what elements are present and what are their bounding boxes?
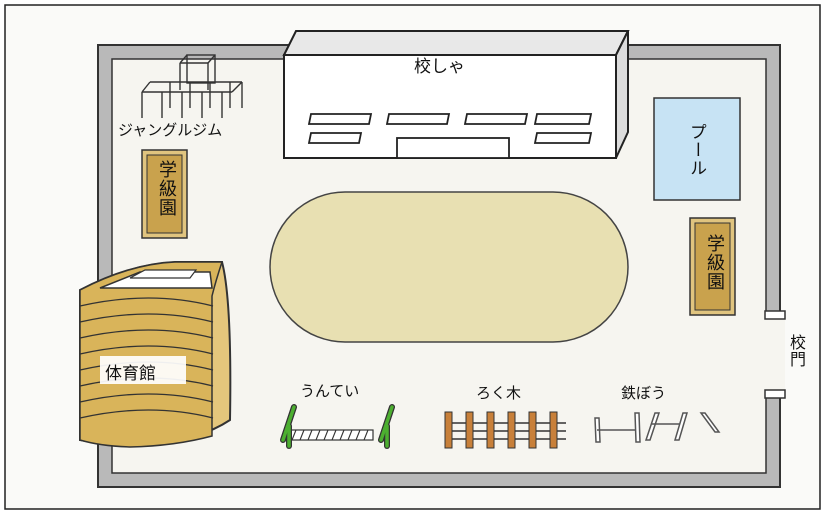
class-garden-left-label: 学級園 (156, 160, 177, 217)
class-garden-right (694, 222, 731, 311)
gymnasium (79, 261, 232, 448)
school-gate-label: 校門 (787, 334, 806, 368)
school-building (282, 30, 630, 159)
gate-post-top (764, 310, 786, 320)
jungle-gym-label: ジャングルジム (118, 121, 223, 139)
pool (653, 97, 741, 201)
school-field (269, 191, 629, 343)
iron-bars (594, 412, 721, 443)
monkey-bars-label: うんてい (300, 382, 360, 400)
school-building-label: 校しゃ (414, 57, 465, 77)
class-garden-right-label: 学級園 (704, 234, 725, 291)
pool-label: プール (686, 123, 706, 177)
gymnasium-label: 体育館 (105, 364, 156, 384)
iron-bars-label: 鉄ぼう (621, 384, 667, 402)
monkey-bars (280, 404, 395, 449)
jungle-gym (141, 54, 243, 118)
climbing-ladder (444, 411, 566, 449)
climbing-ladder-label: ろく木 (476, 384, 522, 402)
gate-post-bottom (764, 389, 786, 399)
class-garden-left (146, 154, 183, 234)
